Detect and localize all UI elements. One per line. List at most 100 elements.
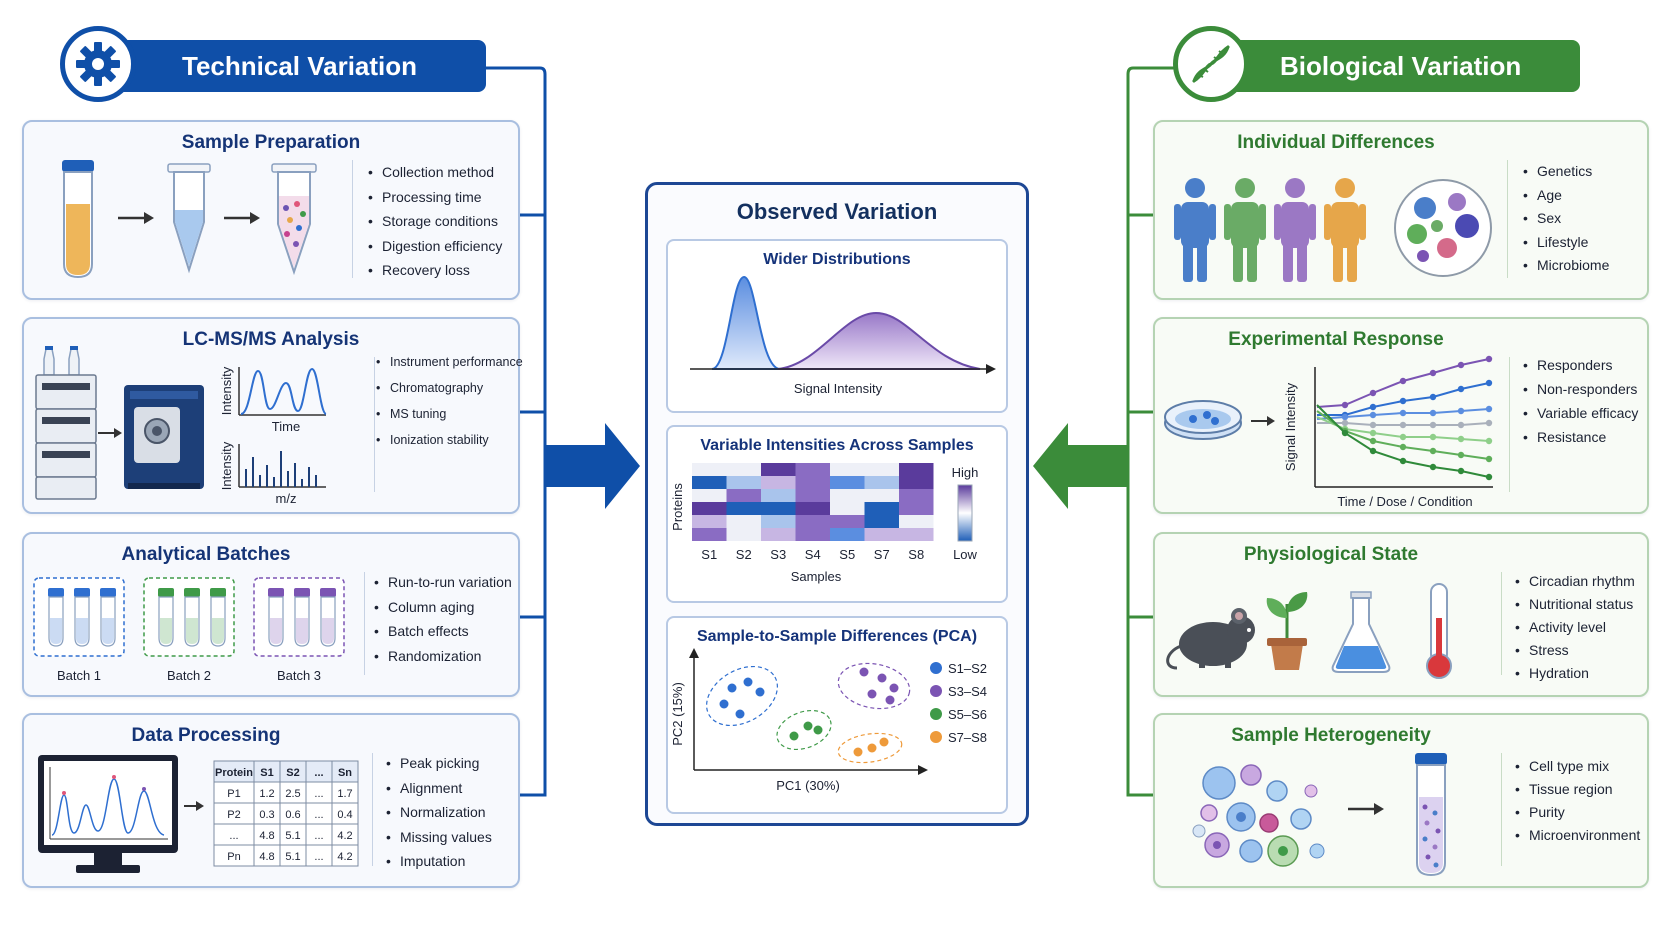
data-processing-title: Data Processing xyxy=(131,725,281,746)
cell-mix-icon xyxy=(1192,764,1325,867)
heatmap-cell xyxy=(761,515,796,528)
list-item: Genetics xyxy=(1523,160,1609,184)
list-item: Microbiome xyxy=(1523,254,1609,278)
person-icon xyxy=(1224,178,1266,282)
heatmap-cell xyxy=(692,528,727,541)
mass-spectrum-plot: Intensity m/z xyxy=(219,441,326,506)
heatmap-cell xyxy=(864,489,899,502)
list-item: Purity xyxy=(1515,801,1640,824)
table-header-cell: S2 xyxy=(286,767,299,779)
response-series xyxy=(1316,355,1493,409)
heatmap-cell xyxy=(864,476,899,489)
individual-differences-panel: Individual Differences Genetics Age Sex … xyxy=(1153,120,1649,300)
sample-heterogeneity-title: Sample Heterogeneity xyxy=(1231,725,1431,746)
heatmap-cell xyxy=(761,502,796,515)
pca-point xyxy=(879,737,889,747)
vial-icon xyxy=(294,596,310,647)
pca-point xyxy=(735,709,745,719)
sample-tube-icon xyxy=(1415,753,1447,877)
observed-variation-title: Observed Variation xyxy=(736,199,938,224)
heatmap-cell xyxy=(899,515,934,528)
mouse-icon xyxy=(1166,608,1255,670)
heatmap-cell xyxy=(761,463,796,476)
table-cell: 2.5 xyxy=(285,788,300,800)
distribution-xlabel: Signal Intensity xyxy=(794,381,883,396)
heatmap-cell xyxy=(692,463,727,476)
table-header-cell: S1 xyxy=(260,767,273,779)
list-item: MS tuning xyxy=(376,401,523,427)
heatmap-cell xyxy=(795,476,830,489)
vial-cap xyxy=(74,588,90,597)
heatmap-cell xyxy=(692,476,727,489)
heatmap-cell xyxy=(795,489,830,502)
heatmap-cell xyxy=(830,515,865,528)
pca-point xyxy=(727,683,737,693)
batch-label: Batch 1 xyxy=(57,668,101,683)
list-item: Chromatography xyxy=(376,375,523,401)
pca-point xyxy=(755,687,765,697)
experimental-response-title: Experimental Response xyxy=(1228,329,1444,350)
heatmap-cell xyxy=(899,463,934,476)
mass-spectrometer-icon xyxy=(124,385,204,489)
batch-group: Batch 1 xyxy=(33,577,125,683)
observed-variation-panel: Observed Variation Wider Distributions S… xyxy=(645,182,1029,826)
experimental-response-panel: Experimental Response Signal Intensity T… xyxy=(1153,317,1649,514)
right-arrow-icon xyxy=(545,423,640,509)
pca-cluster xyxy=(706,665,778,727)
legend-swatch xyxy=(930,662,942,674)
distribution-title: Wider Distributions xyxy=(763,251,911,268)
pca-point xyxy=(867,689,877,699)
digest-tube-icon xyxy=(271,163,317,276)
plant-icon xyxy=(1266,592,1308,670)
heatmap-cell xyxy=(864,515,899,528)
response-series xyxy=(1317,419,1493,429)
heatmap-cell xyxy=(795,502,830,515)
heatmap-ylabel: Proteins xyxy=(670,483,685,531)
table-cell: 4.2 xyxy=(337,830,352,842)
pca-point xyxy=(889,683,899,693)
heatmap-tick-label: S3 xyxy=(770,547,786,562)
list-item: Hydration xyxy=(1515,662,1635,685)
heatmap-cell xyxy=(899,476,934,489)
physiological-list: Circadian rhythm Nutritional status Acti… xyxy=(1515,570,1635,685)
heatmap-cell xyxy=(899,489,934,502)
response-series xyxy=(1316,405,1493,421)
pca-cluster xyxy=(837,662,911,710)
heatmap-cell xyxy=(726,476,761,489)
heatmap-cell xyxy=(830,528,865,541)
list-item: Non-responders xyxy=(1523,377,1638,401)
list-item: Tissue region xyxy=(1515,778,1640,801)
heatmap-cell xyxy=(761,528,796,541)
heatmap-cell xyxy=(830,489,865,502)
table-header-cell: Protein xyxy=(215,767,253,779)
list-item: Instrument performance xyxy=(376,349,523,375)
list-item: Sex xyxy=(1523,207,1609,231)
list-item: Missing values xyxy=(386,825,492,850)
heatmap-cell xyxy=(761,489,796,502)
heatmap-cell xyxy=(864,463,899,476)
blood-tube-icon xyxy=(62,160,94,279)
response-list: Responders Non-responders Variable effic… xyxy=(1523,353,1638,449)
color-scale-bar xyxy=(957,484,973,542)
pca-ylabel: PC2 (15%) xyxy=(670,682,685,746)
list-item: Alignment xyxy=(386,776,492,801)
vial-cap xyxy=(320,588,336,597)
pca-point xyxy=(789,731,799,741)
response-ylabel: Signal Intensity xyxy=(1283,382,1298,471)
legend-swatch xyxy=(930,708,942,720)
physiological-state-title: Physiological State xyxy=(1243,544,1419,565)
table-cell: ... xyxy=(314,830,323,842)
right-arrow-icon xyxy=(184,801,204,811)
vial-icon xyxy=(210,596,226,647)
response-series xyxy=(1316,404,1493,481)
list-item: Resistance xyxy=(1523,425,1638,449)
table-cell: 4.8 xyxy=(259,830,274,842)
individual-list: Genetics Age Sex Lifestyle Microbiome xyxy=(1523,160,1609,278)
table-cell: ... xyxy=(314,788,323,800)
spectrum-ylabel: Intensity xyxy=(219,441,234,490)
sample-heterogeneity-panel: Sample Heterogeneity xyxy=(1153,713,1649,888)
batch-group: Batch 3 xyxy=(253,577,345,683)
